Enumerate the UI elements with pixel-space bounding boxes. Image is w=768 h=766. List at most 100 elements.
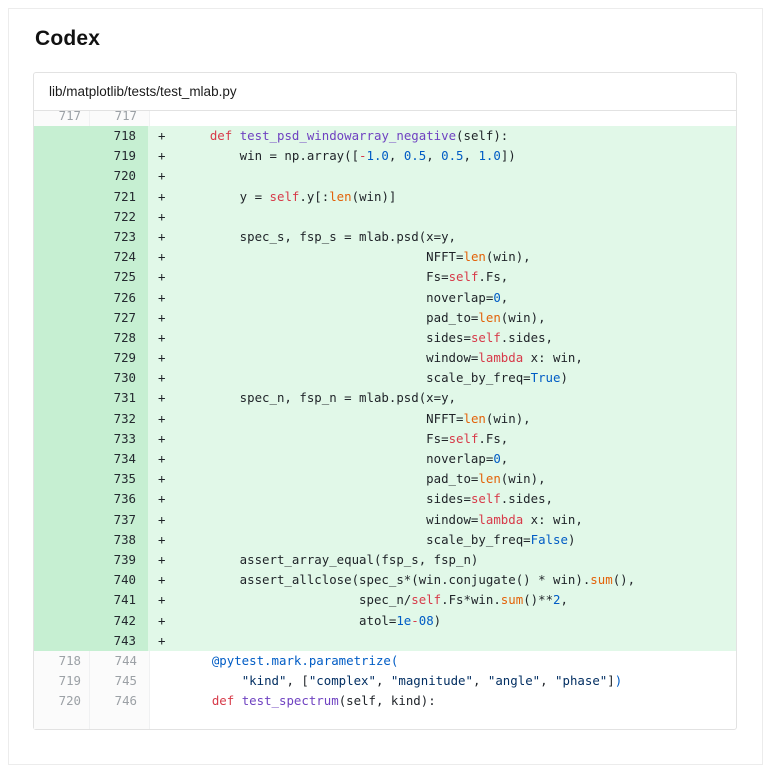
code-line: "kind", ["complex", "magnitude", "angle"… xyxy=(241,673,623,689)
code-area: + def test_psd_windowarray_negative(self… xyxy=(148,126,736,147)
code-area: + spec_n/self.Fs*win.sum()**2, xyxy=(148,590,736,611)
diff-add-marker: + xyxy=(158,430,166,446)
new-line-number: 746 xyxy=(90,691,150,712)
new-line-number: 744 xyxy=(90,650,150,672)
diff-add-marker: + xyxy=(158,390,166,406)
diff-add-marker: + xyxy=(158,289,166,305)
diff-add-marker: + xyxy=(158,148,166,164)
code-line: def test_psd_windowarray_negative(self): xyxy=(209,128,509,143)
old-line-number xyxy=(34,509,89,530)
diff-row: 742+ atol=1e-08) xyxy=(34,610,736,631)
new-line-number: 736 xyxy=(89,489,148,510)
diff-add-marker: + xyxy=(158,168,166,184)
diff-add-marker: + xyxy=(158,370,166,386)
diff-bottom-spacer xyxy=(34,711,736,730)
diff-add-marker: + xyxy=(158,572,166,588)
diff-add-marker: + xyxy=(158,410,166,426)
new-line-number: 729 xyxy=(89,348,148,369)
file-path-header[interactable]: lib/matplotlib/tests/test_mlab.py xyxy=(34,73,736,111)
code-area: + atol=1e-08) xyxy=(148,610,736,631)
diff-row: 740+ assert_allclose(spec_s*(win.conjuga… xyxy=(34,570,736,591)
code-area: + pad_to=len(win), xyxy=(148,469,736,490)
old-line-number xyxy=(34,469,89,490)
old-line-number xyxy=(34,166,89,187)
code-line: win = np.array([-1.0, 0.5, 0.5, 1.0]) xyxy=(180,148,516,164)
gutter-spacer xyxy=(90,711,150,730)
code-area: + pad_to=len(win), xyxy=(148,307,736,328)
diff-add-marker: + xyxy=(158,249,166,265)
old-line-number xyxy=(34,368,89,389)
code-area: + spec_s, fsp_s = mlab.psd(x=y, xyxy=(148,226,736,248)
diff-row: 719+ win = np.array([-1.0, 0.5, 0.5, 1.0… xyxy=(34,146,736,167)
new-line-number: 738 xyxy=(89,529,148,550)
code-area: + xyxy=(148,166,736,187)
old-line-number xyxy=(34,226,89,248)
old-line-number xyxy=(34,287,89,308)
old-line-number: 720 xyxy=(34,691,90,712)
code-area: + window=lambda x: win, xyxy=(148,509,736,530)
diff-row: 722+ xyxy=(34,206,736,227)
diff-row: 727+ pad_to=len(win), xyxy=(34,307,736,328)
old-line-number: 717 xyxy=(34,111,90,126)
diff-row: 736+ sides=self.sides, xyxy=(34,489,736,510)
old-line-number xyxy=(34,327,89,349)
old-line-number xyxy=(34,247,89,268)
code-area: + noverlap=0, xyxy=(148,287,736,308)
diff-add-marker xyxy=(150,691,182,711)
diff-row: 720 + xyxy=(34,166,736,187)
new-line-number: 717 xyxy=(90,111,150,126)
diff-add-marker: + xyxy=(158,531,166,547)
code-area xyxy=(150,111,736,126)
new-line-number: 721 xyxy=(89,186,148,207)
code-line: sides=self.sides, xyxy=(180,491,553,507)
diff-row: 721 + y = self.y[:len(win)] xyxy=(34,186,736,207)
diff-row: 726+ noverlap=0, xyxy=(34,287,736,308)
code-area: + sides=self.sides, xyxy=(148,489,736,510)
new-line-number: 725 xyxy=(89,267,148,288)
code-line: NFFT=len(win), xyxy=(180,410,531,426)
new-line-number: 718 xyxy=(89,126,148,147)
code-area: + Fs=self.Fs, xyxy=(148,428,736,449)
old-line-number xyxy=(34,307,89,328)
code-area: + noverlap=0, xyxy=(148,449,736,470)
diff-add-marker: + xyxy=(158,350,166,366)
code-line: spec_n, fsp_n = mlab.psd(x=y, xyxy=(180,390,457,406)
code-area: + Fs=self.Fs, xyxy=(148,267,736,288)
old-line-number xyxy=(34,146,89,167)
code-area: + win = np.array([-1.0, 0.5, 0.5, 1.0]) xyxy=(148,146,736,167)
old-line-number xyxy=(34,348,89,369)
code-line: @pytest.mark.parametrize( xyxy=(211,652,399,668)
code-area: + scale_by_freq=False) xyxy=(148,529,736,550)
code-area: + assert_array_equal(fsp_s, fsp_n) xyxy=(148,549,736,571)
diff-row: 724+ NFFT=len(win), xyxy=(34,247,736,268)
new-line-number: 731 xyxy=(89,388,148,409)
code-line: y = self.y[:len(win)] xyxy=(180,188,397,204)
new-line-number: 741 xyxy=(89,590,148,611)
new-line-number: 745 xyxy=(90,671,150,692)
code-line: pad_to=len(win), xyxy=(180,309,546,325)
code-line: def test_spectrum(self, kind): xyxy=(211,693,436,709)
code-area: def test_spectrum(self, kind): xyxy=(150,691,736,711)
diff-row: 728+ sides=self.sides, xyxy=(34,327,736,349)
new-line-number: 720 xyxy=(89,166,148,187)
diff-row: 743+ xyxy=(34,630,736,651)
new-line-number: 733 xyxy=(89,428,148,449)
old-line-number xyxy=(34,549,89,571)
old-line-number: 718 xyxy=(34,650,90,672)
new-line-number: 739 xyxy=(89,549,148,571)
old-line-number xyxy=(34,590,89,611)
diff-add-marker: + xyxy=(158,612,166,628)
code-area xyxy=(150,711,736,729)
code-line: pad_to=len(win), xyxy=(180,471,546,487)
diff-row: 739+ assert_array_equal(fsp_s, fsp_n) xyxy=(34,549,736,571)
diff-add-marker: + xyxy=(158,188,166,204)
code-line: window=lambda x: win, xyxy=(180,350,583,366)
diff-add-marker: + xyxy=(158,329,166,345)
diff-add-marker xyxy=(150,671,182,691)
diff-row: 729 + window=lambda x: win, xyxy=(34,348,736,369)
diff-row: 731 + spec_n, fsp_n = mlab.psd(x=y, xyxy=(34,388,736,409)
old-line-number xyxy=(34,126,89,147)
diff-add-marker: + xyxy=(158,592,166,608)
